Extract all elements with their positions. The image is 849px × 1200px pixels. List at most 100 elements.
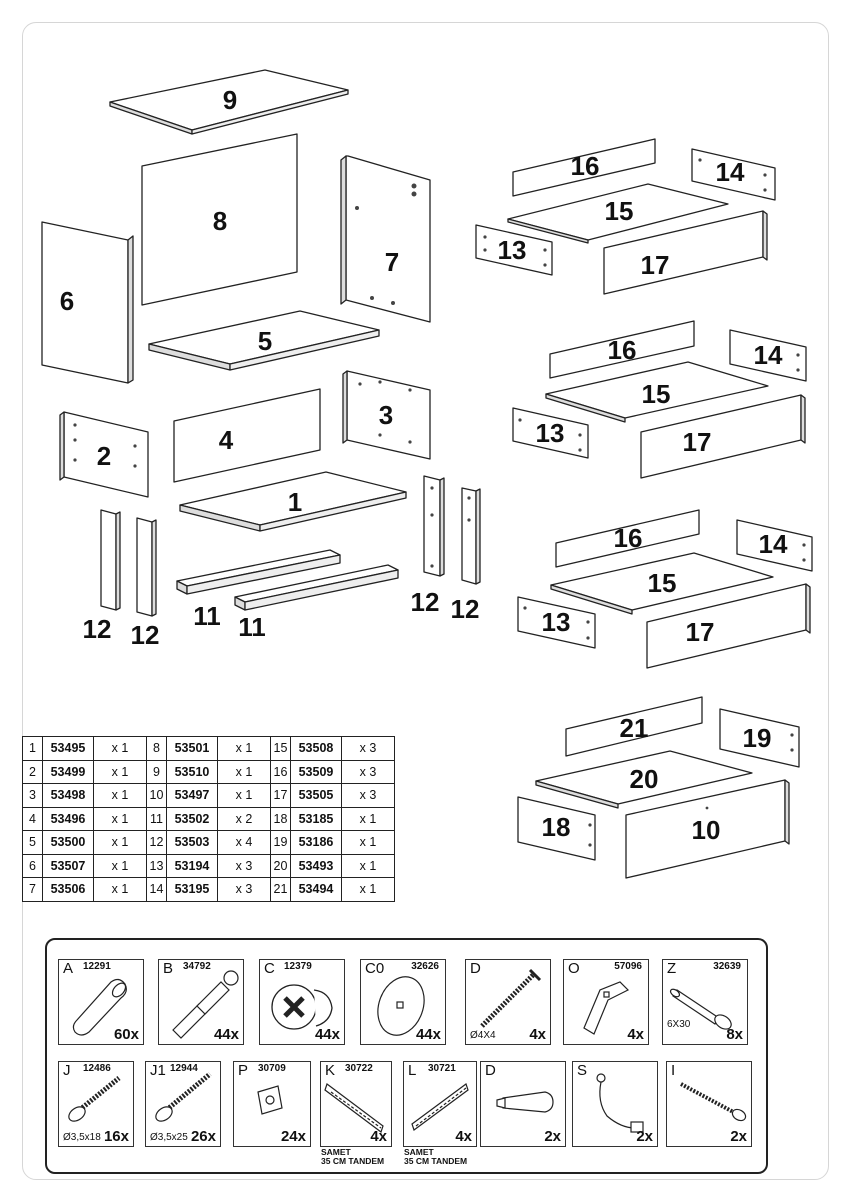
hardware-item: Z 32639 6X30 8x (662, 959, 748, 1045)
hardware-item: D 2x (480, 1061, 566, 1147)
d4-21-shape (565, 696, 703, 757)
hardware-letter: K (325, 1062, 336, 1079)
panel-6-shape (41, 221, 129, 384)
hardware-code: 57096 (614, 961, 642, 972)
hardware-code: 12944 (170, 1063, 198, 1074)
hardware-letter: J (63, 1062, 71, 1079)
table-cell-qty: x 1 (93, 830, 147, 855)
table-cell-qty: x 1 (217, 783, 271, 808)
panel-4-shape (173, 388, 321, 483)
table-cell-num: 7 (22, 877, 43, 902)
d1-16-shape (512, 138, 656, 197)
hardware-letter: A (63, 960, 74, 977)
table-cell-num: 6 (22, 853, 43, 878)
table-cell-num: 10 (146, 783, 167, 808)
d3-16-shape (555, 509, 700, 568)
hardware-box (45, 938, 768, 1174)
hardware-code: 12486 (83, 1063, 111, 1074)
hardware-letter: P (238, 1062, 249, 1079)
table-cell-qty: x 2 (217, 806, 271, 831)
table-cell-num: 4 (22, 806, 43, 831)
d2-14-shape (729, 329, 807, 382)
hardware-spec: 6X30 (667, 1019, 691, 1030)
hardware-qty: 2x (730, 1128, 747, 1145)
connector-screw-icon (669, 988, 732, 1030)
hardware-letter: C (264, 960, 275, 977)
part-label: 6 (60, 286, 74, 316)
leg-12d-shape (461, 487, 477, 585)
table-cell-qty: x 3 (341, 736, 395, 761)
table-cell-code: 53494 (290, 877, 342, 902)
table-cell-code: 53503 (166, 830, 218, 855)
hardware-item: O 57096 4x (563, 959, 649, 1045)
table-cell-code: 53510 (166, 759, 218, 784)
table-cell-num: 3 (22, 783, 43, 808)
d2-16-shape (549, 320, 695, 379)
table-cell-code: 53499 (42, 759, 94, 784)
hardware-spec: Ø4X4 (470, 1030, 496, 1041)
part-label: 13 (536, 418, 565, 448)
panel-8-shape (141, 133, 298, 306)
d4-19-shape (719, 708, 800, 768)
table-cell-num: 17 (270, 783, 291, 808)
cam-bolt-icon (172, 970, 239, 1039)
hardware-spec: Ø3,5x25 (150, 1132, 188, 1143)
part-label: 7 (385, 247, 399, 277)
table-cell-code: 53185 (290, 806, 342, 831)
table-cell-code: 53497 (166, 783, 218, 808)
part-label: 10 (692, 815, 721, 845)
part-label: 8 (213, 206, 227, 236)
cover-disc-icon (377, 976, 425, 1036)
exploded-parts-diagram: 9 8 7 6 5 4 3 2 1 12 12 11 11 12 12 16 1… (41, 69, 813, 669)
table-cell-num: 15 (270, 736, 291, 761)
hardware-letter: D (485, 1062, 496, 1079)
d4-18-shape (517, 796, 596, 861)
hardware-qty: 4x (627, 1026, 644, 1043)
table-cell-code: 53509 (290, 759, 342, 784)
hardware-item: J1 12944 Ø3,5x25 26x (145, 1061, 221, 1147)
hardware-qty: 44x (314, 1026, 340, 1043)
hardware-item: C 12379 44x (259, 959, 345, 1045)
threaded-bolt-icon (480, 968, 542, 1028)
part-label: 12 (83, 614, 112, 644)
hardware-letter: O (568, 960, 580, 977)
table-cell-num: 9 (146, 759, 167, 784)
hardware-qty: 26x (190, 1128, 216, 1145)
table-cell-num: 5 (22, 830, 43, 855)
table-cell-qty: x 3 (217, 877, 271, 902)
hardware-code: 12291 (83, 961, 111, 972)
table-cell-qty: x 1 (341, 806, 395, 831)
table-cell-code: 53506 (42, 877, 94, 902)
table-cell-num: 13 (146, 853, 167, 878)
d1-14-shape (691, 148, 776, 201)
note-model: 35 CM TANDEM (404, 1156, 468, 1166)
part-label: 17 (641, 250, 670, 280)
table-cell-code: 53500 (42, 830, 94, 855)
table-cell-code: 53498 (42, 783, 94, 808)
part-label: 21 (620, 713, 649, 743)
anti-tip-strap-icon (596, 1073, 644, 1133)
table-cell-qty: x 1 (93, 759, 147, 784)
table-cell-code: 53194 (166, 853, 218, 878)
bracket-icon (583, 981, 630, 1035)
part-label: 16 (571, 151, 600, 181)
hardware-code: 30721 (428, 1063, 456, 1074)
hardware-code: 12379 (284, 961, 312, 972)
table-cell-code: 53501 (166, 736, 218, 761)
hardware-item: J 12486 Ø3,5x18 16x (58, 1061, 134, 1147)
hardware-letter: D (470, 960, 481, 977)
long-bolt-icon (680, 1082, 747, 1122)
hardware-letter: B (163, 960, 174, 977)
part-label: 16 (608, 335, 637, 365)
hardware-letter: C0 (365, 960, 385, 977)
table-cell-num: 16 (270, 759, 291, 784)
table-cell-qty: x 1 (341, 830, 395, 855)
hardware-item: I 2x (666, 1061, 752, 1147)
hardware-qty: 44x (213, 1026, 239, 1043)
table-cell-qty: x 1 (93, 783, 147, 808)
